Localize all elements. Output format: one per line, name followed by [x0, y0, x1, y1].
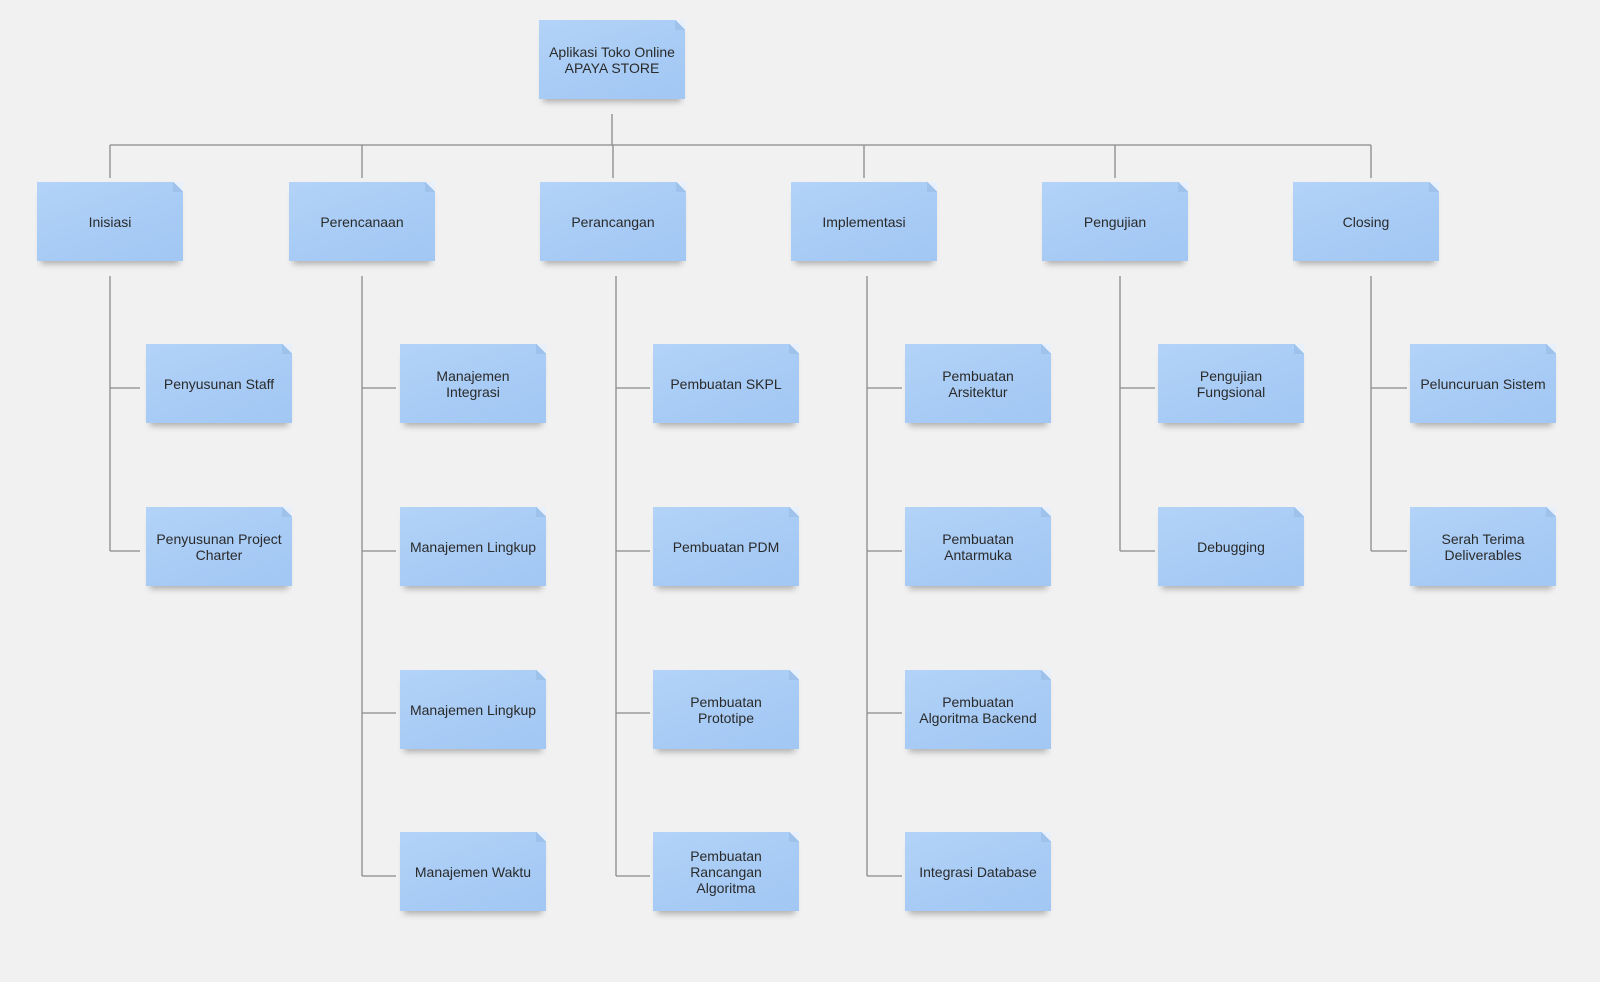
- task-node[interactable]: Pembuatan Rancangan Algoritma: [653, 832, 799, 911]
- task-node[interactable]: Manajemen Waktu: [400, 832, 546, 911]
- task-node[interactable]: Penyusunan Staff: [146, 344, 292, 423]
- phase-node-inisiasi[interactable]: Inisiasi: [37, 182, 183, 261]
- task-node[interactable]: Peluncuruan Sistem: [1410, 344, 1556, 423]
- task-node[interactable]: Manajemen Lingkup: [400, 507, 546, 586]
- phase-node-pengujian[interactable]: Pengujian: [1042, 182, 1188, 261]
- root-node[interactable]: Aplikasi Toko Online APAYA STORE: [539, 20, 685, 99]
- task-node[interactable]: Manajemen Lingkup: [400, 670, 546, 749]
- phase-node-perencanaan[interactable]: Perencanaan: [289, 182, 435, 261]
- phase-node-implementasi[interactable]: Implementasi: [791, 182, 937, 261]
- task-node[interactable]: Pembuatan Antarmuka: [905, 507, 1051, 586]
- task-node[interactable]: Pembuatan Arsitektur: [905, 344, 1051, 423]
- task-node[interactable]: Serah Terima Deliverables: [1410, 507, 1556, 586]
- task-node[interactable]: Debugging: [1158, 507, 1304, 586]
- phase-node-closing[interactable]: Closing: [1293, 182, 1439, 261]
- phase-node-perancangan[interactable]: Perancangan: [540, 182, 686, 261]
- task-node[interactable]: Penyusunan Project Charter: [146, 507, 292, 586]
- task-node[interactable]: Pembuatan Prototipe: [653, 670, 799, 749]
- task-node[interactable]: Pembuatan Algoritma Backend: [905, 670, 1051, 749]
- task-node[interactable]: Pengujian Fungsional: [1158, 344, 1304, 423]
- task-node[interactable]: Integrasi Database: [905, 832, 1051, 911]
- task-node[interactable]: Pembuatan SKPL: [653, 344, 799, 423]
- task-node[interactable]: Pembuatan PDM: [653, 507, 799, 586]
- task-node[interactable]: Manajemen Integrasi: [400, 344, 546, 423]
